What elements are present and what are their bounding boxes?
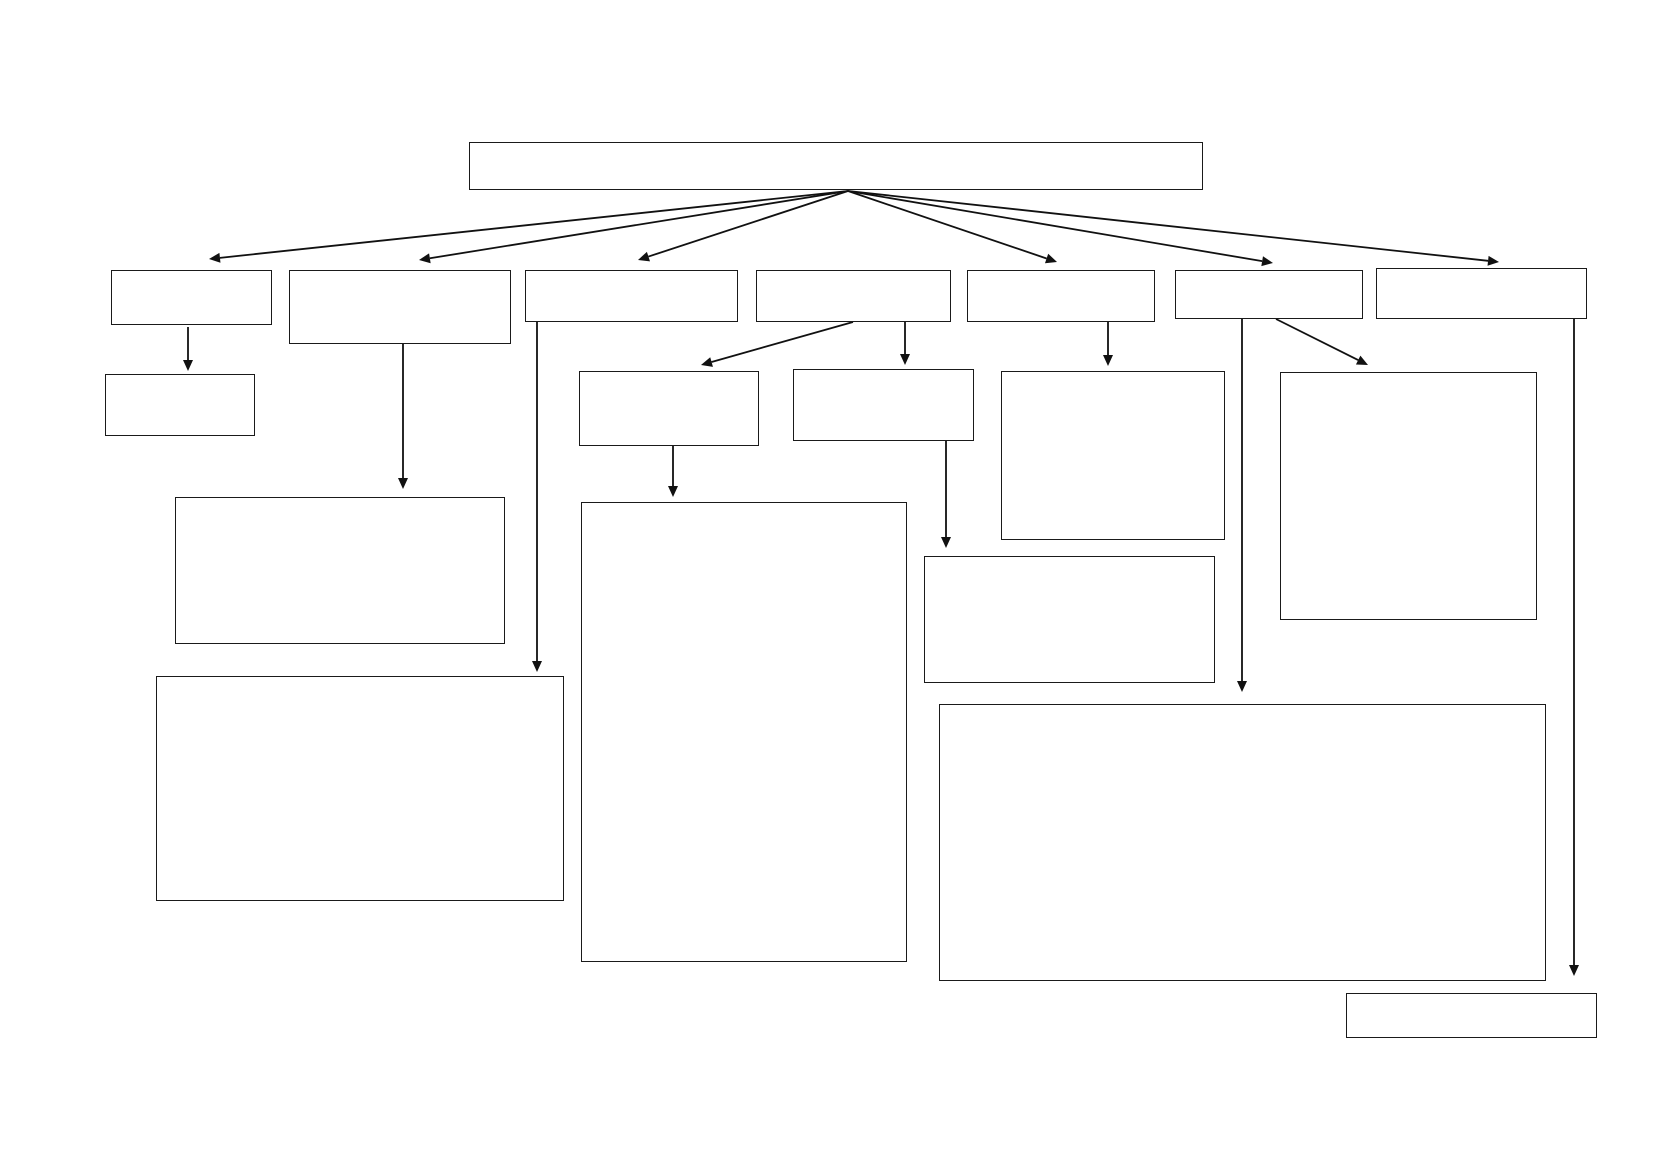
level2-box-6b bbox=[939, 704, 1546, 981]
arrow-l1-4-to-l2-4a-arrowhead bbox=[701, 357, 713, 367]
level2-box-2 bbox=[175, 497, 505, 644]
arrow-l1-7-to-l2-7-arrowhead bbox=[1569, 965, 1579, 976]
level1-box-2 bbox=[289, 270, 511, 344]
arrow-root-fan-5-line bbox=[847, 190, 1263, 263]
level3-box-4d bbox=[924, 556, 1215, 683]
level1-box-5 bbox=[967, 270, 1155, 322]
arrow-root-fan-6-line bbox=[847, 190, 1489, 262]
arrow-root-fan-1-line bbox=[219, 190, 849, 259]
arrow-root-fan-1-arrowhead bbox=[209, 252, 221, 263]
arrow-root-fan-6-arrowhead bbox=[1487, 255, 1499, 266]
arrow-l1-6-to-l2-6a-arrowhead bbox=[1355, 355, 1368, 365]
level1-box-4 bbox=[756, 270, 951, 322]
arrow-root-fan-5-arrowhead bbox=[1261, 256, 1273, 267]
level1-box-7 bbox=[1376, 268, 1587, 319]
arrow-root-fan-3-line bbox=[648, 190, 849, 258]
level1-box-3 bbox=[525, 270, 738, 322]
root-box bbox=[469, 142, 1203, 190]
arrow-l1-4-to-l2-4a-line bbox=[711, 321, 854, 363]
level2-box-7 bbox=[1346, 993, 1597, 1038]
level2-box-1 bbox=[105, 374, 255, 436]
arrow-root-fan-2-arrowhead bbox=[419, 253, 431, 264]
arrow-l1-3-to-l2-3-arrowhead bbox=[532, 661, 542, 672]
arrow-l2-4b-to-l2-4d-arrowhead bbox=[941, 537, 951, 548]
level2-box-6a bbox=[1280, 372, 1537, 620]
level2-box-4a bbox=[579, 371, 759, 446]
arrow-l2-4a-to-l2-4c-arrowhead bbox=[668, 486, 678, 497]
arrow-root-fan-4-line bbox=[847, 190, 1047, 260]
level2-box-4b bbox=[793, 369, 974, 441]
arrow-root-fan-4-arrowhead bbox=[1044, 253, 1057, 264]
arrow-l1-2-to-l2-2-arrowhead bbox=[398, 478, 408, 489]
arrow-l1-5-to-l2-5-arrowhead bbox=[1103, 355, 1113, 366]
level1-box-6 bbox=[1175, 270, 1363, 319]
arrow-root-fan-2-line bbox=[429, 190, 849, 260]
level3-box-4c bbox=[581, 502, 907, 962]
level2-box-3 bbox=[156, 676, 564, 901]
arrow-l1-6-to-l2-6a-line bbox=[1275, 318, 1359, 361]
arrow-l1-4-to-l2-4b-arrowhead bbox=[900, 354, 910, 365]
arrow-l1-6-to-l2-6b-arrowhead bbox=[1237, 681, 1247, 692]
arrow-l1-1-to-l2-1-arrowhead bbox=[183, 360, 193, 371]
level1-box-1 bbox=[111, 270, 272, 325]
arrow-root-fan-3-arrowhead bbox=[638, 251, 651, 262]
level2-box-5 bbox=[1001, 371, 1225, 540]
